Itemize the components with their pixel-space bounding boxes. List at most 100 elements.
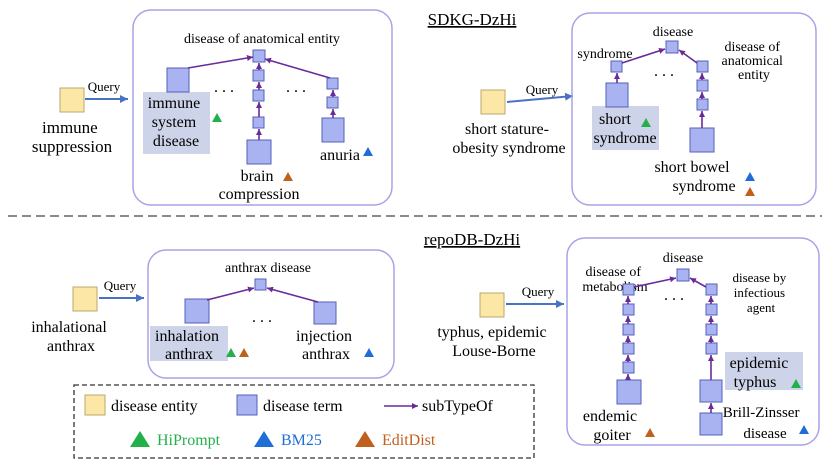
term-node [252, 116, 265, 129]
entity-box [480, 89, 506, 115]
legend-editdist-label: EditDist [382, 432, 436, 449]
label-highlight [150, 326, 228, 361]
query-label: Query [104, 278, 137, 293]
legend-entity-label: disease entity [111, 398, 198, 415]
term-node-root [252, 49, 266, 63]
legend-bm25-marker [254, 431, 274, 447]
panel-sdkg-immune-suppression: immune suppression Query disease of anat… [32, 9, 393, 206]
hiprompt-marker [791, 379, 801, 388]
ellipsis: . . . [214, 79, 234, 96]
term-label-syndrome: syndrome [577, 47, 632, 62]
term-node-metabolism [622, 283, 635, 296]
label-highlight [725, 352, 803, 390]
term-node-root [676, 268, 690, 282]
term-node [326, 96, 339, 109]
term-label-injection: injection anthrax [296, 328, 356, 363]
legend-subtype-label: subTypeOf [422, 398, 494, 415]
term-node [622, 303, 635, 316]
root-label: disease [653, 25, 693, 40]
term-label-anuria: anuria [320, 147, 360, 164]
term-node-syndrome [610, 60, 623, 73]
legend-frame [73, 384, 535, 459]
legend-bm25-label: BM25 [281, 432, 322, 449]
legend-term-label: disease term [263, 398, 343, 415]
term-label-inhalation: inhalation anthrax [155, 328, 223, 363]
editdist-marker [645, 428, 655, 437]
subtype-arrow [187, 55, 254, 69]
hiprompt-marker [212, 113, 222, 122]
term-node-injection [313, 301, 337, 325]
term-node-inhalation [184, 298, 210, 324]
term-node [622, 323, 635, 336]
term-label-goiter: endemic goiter [583, 408, 641, 444]
query-label: Query [522, 284, 555, 299]
entity-box [479, 292, 505, 318]
term-node [622, 361, 635, 374]
panel-frame [147, 249, 395, 379]
legend-editdist-marker [355, 431, 375, 447]
entity-label: immune suppression [32, 118, 113, 156]
term-node [622, 342, 635, 355]
panel-repodb-inhalational-anthrax: inhalational anthrax Query anthrax disea… [31, 249, 395, 379]
legend-entity-swatch [84, 394, 106, 416]
term-node-bowel [689, 127, 715, 153]
section-title-repodb: repoDB-DzHi [424, 230, 521, 249]
subtype-arrow [206, 286, 255, 301]
root-label: anthrax disease [225, 261, 311, 276]
term-node-brain [246, 139, 272, 165]
panel-frame [132, 9, 393, 206]
query-label: Query [526, 82, 559, 97]
entity-box [59, 87, 85, 113]
ellipsis: . . . [654, 63, 674, 80]
legend-hiprompt-label: HiPrompt [157, 432, 221, 449]
subtype-arrow [264, 57, 331, 79]
root-label: disease of anatomical entity [184, 32, 340, 47]
bm25-marker [799, 425, 809, 434]
term-label-short: short syndrome [593, 111, 656, 147]
term-node [705, 342, 718, 355]
term-node-anatomical [696, 60, 709, 73]
entity-label: inhalational anthrax [31, 319, 111, 355]
hiprompt-marker [226, 348, 236, 357]
term-node [252, 69, 265, 82]
term-node-goiter [616, 379, 642, 405]
panel-repodb-typhus: typhus, epidemic Louse-Borne Query disea… [437, 237, 820, 446]
term-node [705, 323, 718, 336]
term-node-anuria [321, 117, 345, 143]
panel-frame [566, 237, 820, 446]
subtype-arrow [633, 276, 677, 288]
subtype-arrow [266, 286, 319, 303]
query-arrow [506, 92, 574, 103]
term-node [696, 79, 709, 92]
hiprompt-marker [641, 118, 651, 127]
term-node-root [665, 40, 679, 54]
label-highlight [143, 92, 210, 154]
term-node-infectious [705, 283, 718, 296]
term-node-root [254, 278, 267, 291]
term-label-infectious: disease by infectious agent [732, 270, 789, 315]
panel-sdkg-short-stature: short stature- obesity syndrome Query di… [452, 12, 817, 206]
label-highlight [592, 106, 659, 150]
legend: disease entity disease term subTypeOf Hi… [73, 384, 535, 459]
bm25-marker [364, 348, 374, 357]
term-node [705, 303, 718, 316]
term-node-short [605, 82, 629, 108]
root-label: disease [663, 251, 703, 266]
entity-label: typhus, epidemic Louse-Borne [437, 324, 550, 360]
term-node [696, 98, 709, 111]
term-label-bowel: short bowel syndrome [654, 159, 735, 195]
editdist-marker [239, 348, 249, 357]
ellipsis: . . . [252, 309, 272, 326]
section-title-sdkg: SDKG-DzHi [428, 10, 517, 29]
term-node-brill [699, 412, 723, 436]
term-node-immune [166, 67, 190, 93]
panel-frame [571, 12, 817, 206]
editdist-marker [745, 187, 755, 196]
term-node [326, 77, 339, 90]
entity-box [72, 286, 98, 312]
term-node-epidemic [699, 379, 723, 403]
term-label-epidemic: epidemic typhus [730, 355, 793, 391]
subtype-arrow [689, 277, 707, 288]
